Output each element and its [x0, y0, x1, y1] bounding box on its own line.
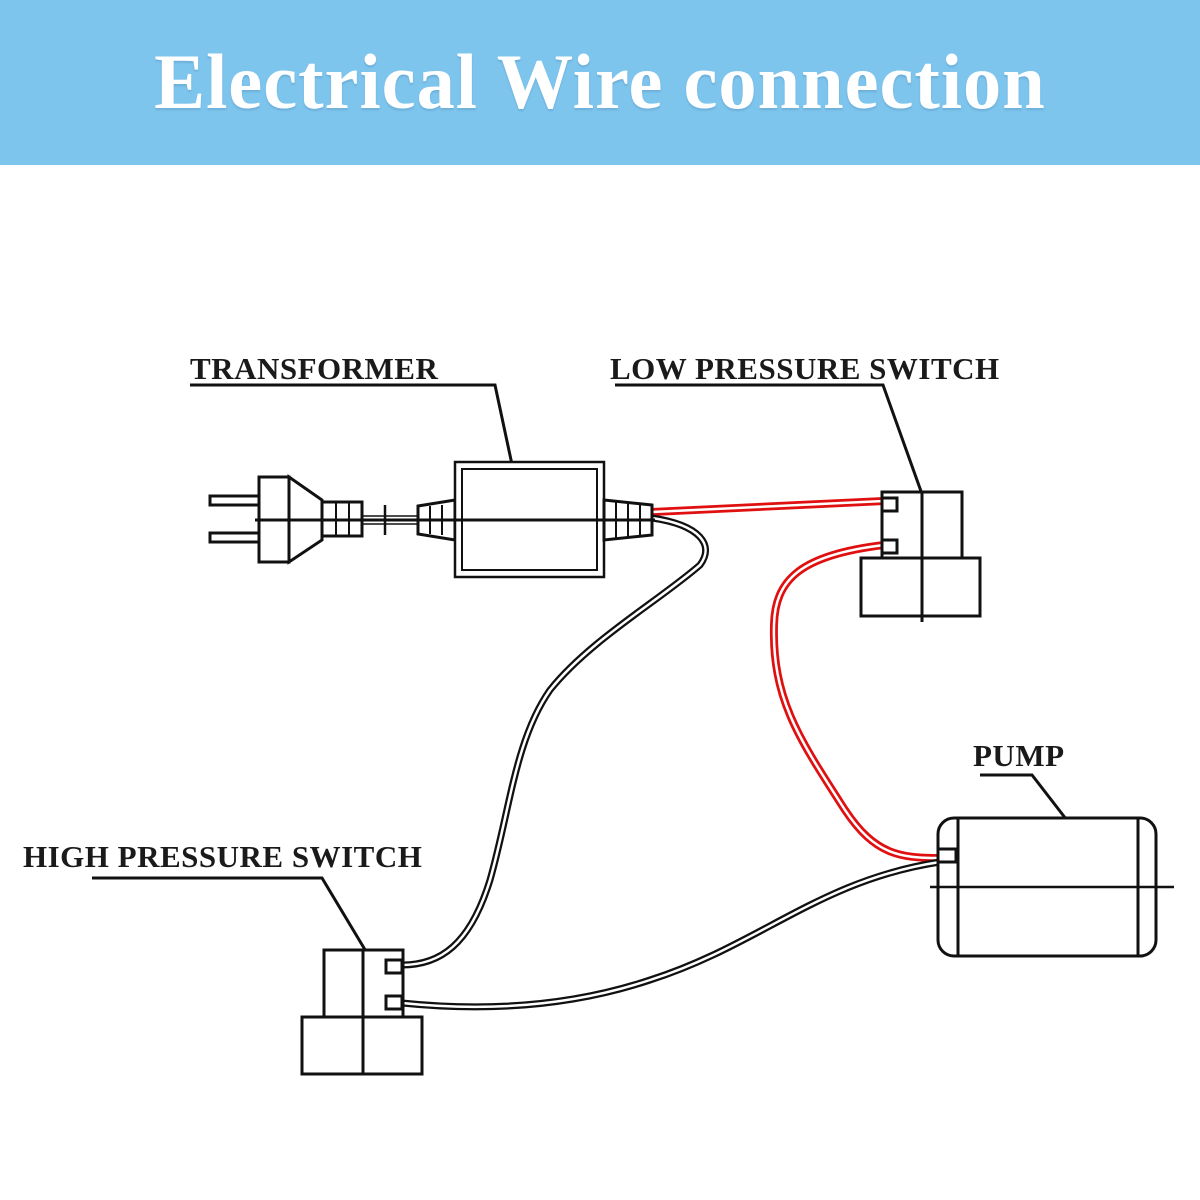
high-switch-terminal-1 [384, 958, 404, 975]
pump-terminal [936, 847, 958, 864]
high-pressure-switch-leader-line [92, 876, 384, 979]
red-wire-transformer-to-low-switch [651, 497, 885, 516]
transformer-icon [416, 460, 655, 579]
red-wire-low-switch-to-pump [769, 541, 941, 862]
high-switch-terminal-2 [384, 994, 404, 1011]
high-pressure-switch-label-group: HIGH PRESSURE SWITCH [23, 839, 422, 979]
low-pressure-switch-label-group: LOW PRESSURE SWITCH [610, 351, 1000, 523]
high-pressure-switch-icon [300, 948, 424, 1076]
page-title: Electrical Wire connection [154, 37, 1046, 125]
high-pressure-switch-label: HIGH PRESSURE SWITCH [23, 839, 422, 874]
low-switch-terminal-2 [880, 538, 899, 555]
power-plug-icon [208, 474, 432, 565]
low-switch-terminal-1 [880, 496, 899, 513]
low-pressure-switch-label: LOW PRESSURE SWITCH [610, 351, 1000, 386]
transformer-label: TRANSFORMER [190, 351, 438, 386]
low-pressure-switch-icon [859, 490, 982, 622]
black-wire-high-switch-to-pump [401, 858, 941, 1011]
pump-icon [930, 816, 1174, 958]
low-pressure-switch-leader-line [615, 383, 934, 523]
black-wire-transformer-to-high-switch [401, 514, 709, 969]
pump-label: PUMP [973, 738, 1065, 773]
title-banner: Electrical Wire connection [0, 0, 1200, 165]
